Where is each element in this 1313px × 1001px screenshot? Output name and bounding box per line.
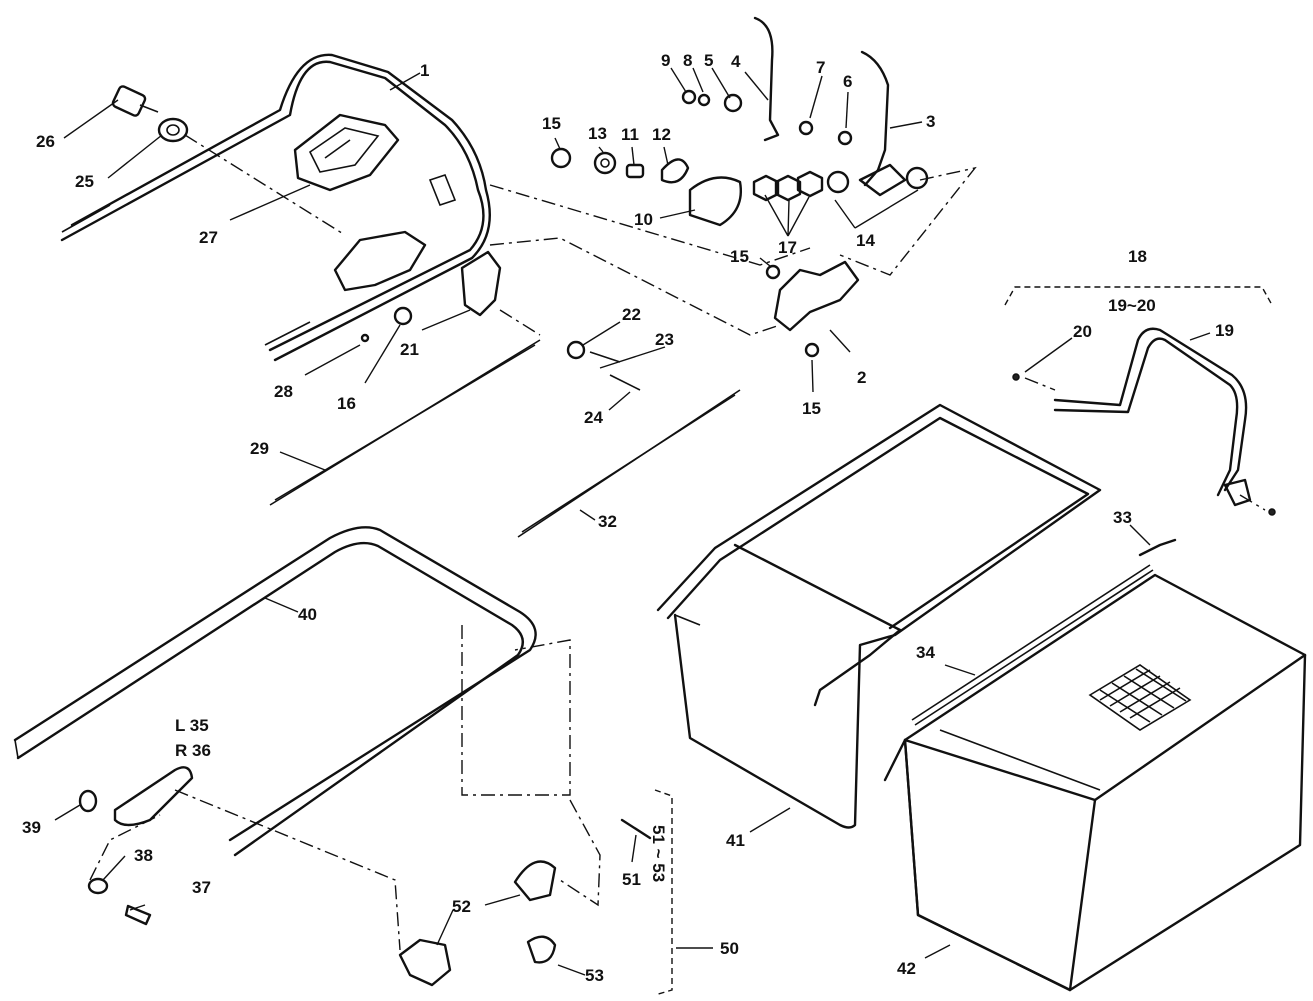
callout-6: 6 <box>843 72 852 91</box>
callout-15b: 15 <box>730 247 749 266</box>
callout-33: 33 <box>1113 508 1132 527</box>
callout-26: 26 <box>36 132 55 151</box>
lower-handle <box>13 526 537 857</box>
height-adjust-group <box>398 818 652 987</box>
callout-17: 17 <box>778 238 797 257</box>
callout-2: 2 <box>857 368 866 387</box>
callout-4: 4 <box>731 52 741 71</box>
callout-38: 38 <box>134 846 153 865</box>
callout-14: 14 <box>856 231 875 250</box>
control-cables <box>269 339 741 538</box>
callout-1: 1 <box>420 61 429 80</box>
callout-22: 22 <box>622 305 641 324</box>
callout-labels: 1 2 3 4 5 6 7 8 9 10 11 12 13 14 15 15 1… <box>22 51 1234 985</box>
callout-52: 52 <box>452 897 471 916</box>
leader-lines <box>54 67 1211 976</box>
callout-40: 40 <box>298 605 317 624</box>
callout-32: 32 <box>598 512 617 531</box>
callout-42: 42 <box>897 959 916 978</box>
callout-11: 11 <box>621 125 639 144</box>
knob-assembly <box>111 85 189 143</box>
callout-36: R 36 <box>175 741 211 760</box>
callout-19: 19 <box>1215 321 1234 340</box>
callout-5: 5 <box>704 51 713 70</box>
callout-29: 29 <box>250 439 269 458</box>
callout-3: 3 <box>926 112 935 131</box>
callout-19-20: 19~20 <box>1108 296 1156 315</box>
callout-34: 34 <box>916 643 935 662</box>
callout-50: 50 <box>720 939 739 958</box>
lower-bracket <box>765 260 860 358</box>
mesh-patch <box>1088 664 1192 731</box>
callout-39: 39 <box>22 818 41 837</box>
callout-8: 8 <box>683 51 692 70</box>
callout-12: 12 <box>652 125 671 144</box>
callout-15c: 15 <box>802 399 821 418</box>
callout-13: 13 <box>588 124 607 143</box>
callout-27: 27 <box>199 228 218 247</box>
callout-15a: 15 <box>542 114 561 133</box>
callout-20: 20 <box>1073 322 1092 341</box>
callout-18: 18 <box>1128 247 1147 266</box>
grass-bag <box>883 573 1307 992</box>
callout-35: L 35 <box>175 716 209 735</box>
callout-37: 37 <box>192 878 211 897</box>
control-bracket <box>333 174 457 292</box>
control-lever-plate <box>360 250 641 391</box>
callout-51: 51 <box>622 870 641 889</box>
group-brackets <box>654 286 1273 996</box>
callout-51-53: 51 ~ 53 <box>649 825 668 882</box>
callout-9: 9 <box>661 51 670 70</box>
callout-24: 24 <box>584 408 603 427</box>
callout-7: 7 <box>816 58 825 77</box>
callout-16: 16 <box>337 394 356 413</box>
spring-and-rod <box>911 538 1177 726</box>
callout-53: 53 <box>585 966 604 985</box>
handle-knob-group <box>78 766 194 926</box>
callout-25: 25 <box>75 172 94 191</box>
bag-frame <box>656 403 1102 829</box>
callout-23: 23 <box>655 330 674 349</box>
shift-console <box>293 113 400 192</box>
callout-41: 41 <box>726 831 745 850</box>
bag-handle <box>1012 327 1276 516</box>
callout-28: 28 <box>274 382 293 401</box>
assembly-phantom-lines <box>89 134 1266 951</box>
upper-lever-group <box>681 16 907 197</box>
callout-10: 10 <box>634 210 653 229</box>
upper-handle <box>60 53 491 362</box>
callout-21: 21 <box>400 340 419 359</box>
